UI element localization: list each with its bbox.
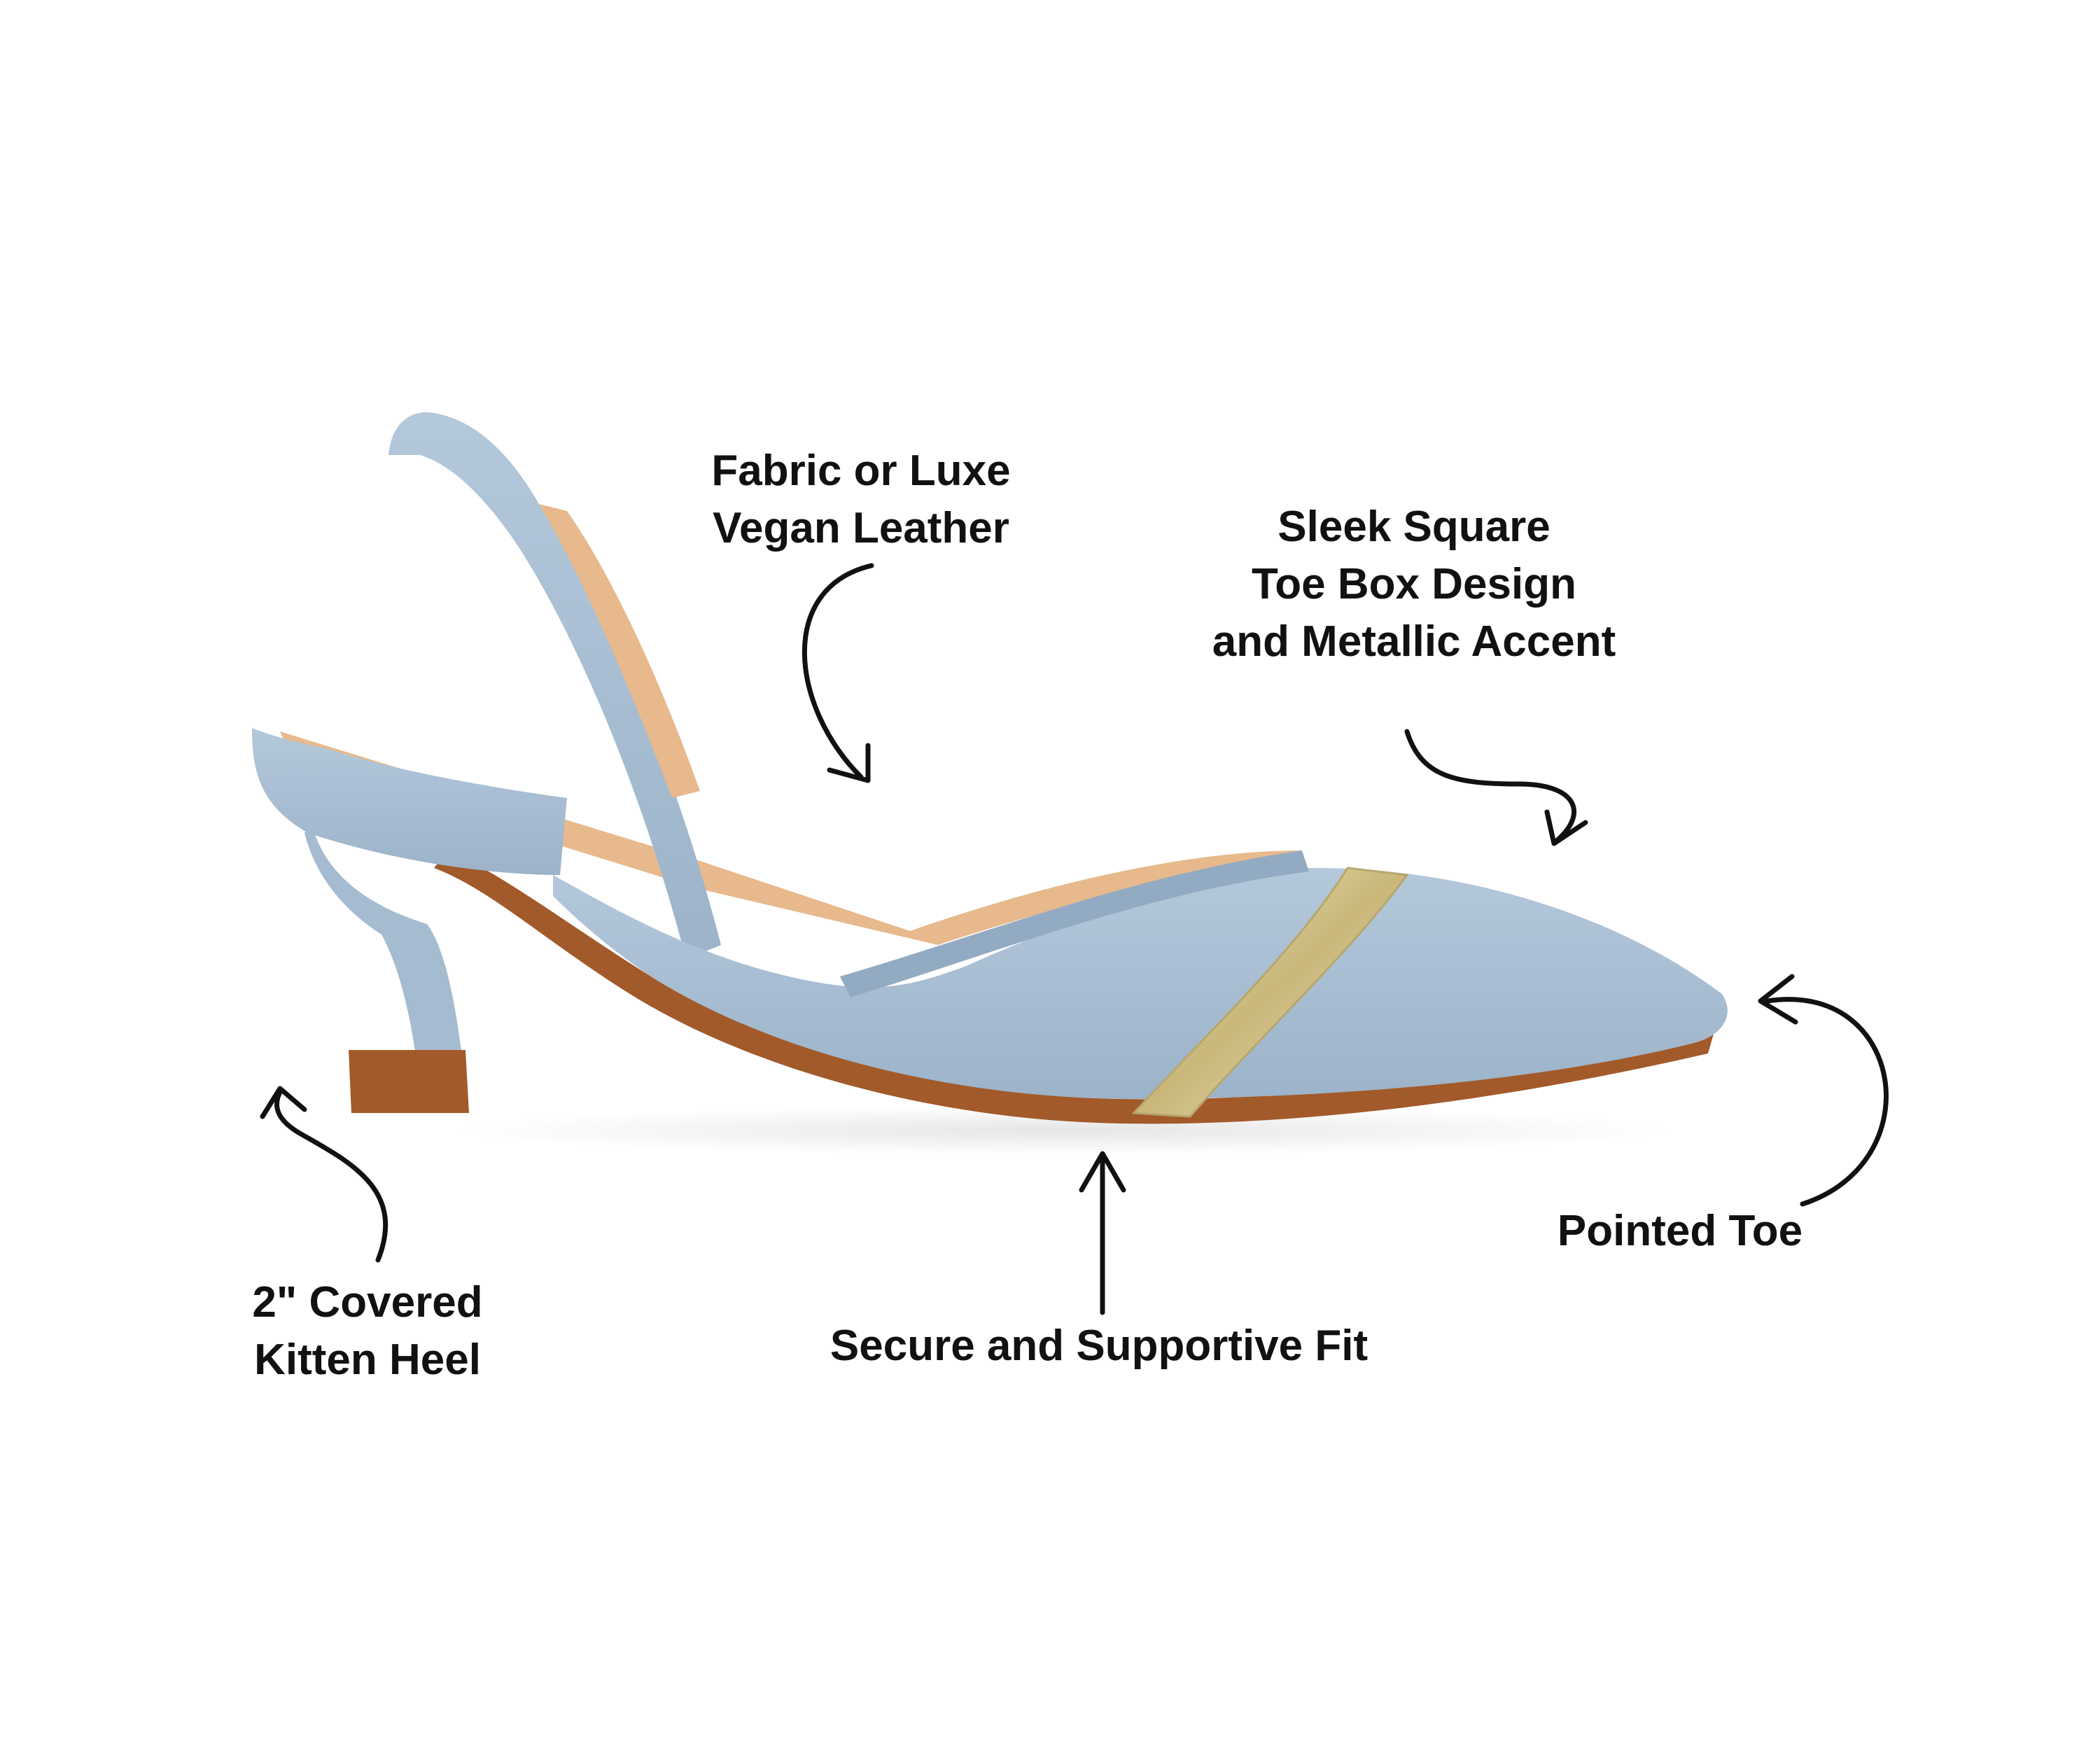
callout-line: Secure and Supportive Fit — [830, 1322, 1368, 1370]
shoe — [252, 412, 1728, 1155]
strap-lining — [539, 504, 700, 798]
curved-arrow-icon — [1758, 974, 1889, 1207]
callout-line: and Metallic Accent — [1212, 617, 1616, 666]
heel-tip — [349, 1050, 469, 1113]
callout-toe-box: Sleek Square Toe Box Design and Metallic… — [1148, 498, 1680, 671]
straight-arrow-icon — [1079, 1151, 1126, 1315]
kitten-heel — [304, 822, 465, 1086]
shoe-shadow — [448, 1106, 1680, 1155]
callout-line: Sleek Square — [1278, 503, 1550, 551]
callout-fabric: Fabric or Luxe Vegan Leather — [644, 442, 1078, 557]
callout-fit: Secure and Supportive Fit — [770, 1317, 1428, 1375]
curved-arrow-icon — [802, 563, 874, 783]
callout-line: 2" Covered — [252, 1278, 483, 1326]
metallic-accent — [1131, 867, 1409, 1118]
curved-arrow-icon — [1404, 729, 1588, 846]
curved-arrow-icon — [260, 1086, 388, 1263]
slingback-strap — [388, 412, 721, 959]
callout-heel: 2" Covered Kitten Heel — [200, 1274, 536, 1389]
callout-line: Pointed Toe — [1557, 1207, 1803, 1255]
callout-line: Toe Box Design — [1252, 560, 1576, 608]
heel-counter — [252, 728, 567, 875]
callout-line: Kitten Heel — [254, 1336, 481, 1384]
shoe-upper — [553, 868, 1728, 1099]
callout-line: Vegan Leather — [713, 504, 1009, 552]
callout-pointed-toe: Pointed Toe — [1491, 1203, 1869, 1260]
callout-line: Fabric or Luxe — [711, 447, 1011, 495]
inner-lining — [280, 732, 1302, 945]
upper-binding — [840, 850, 1309, 997]
